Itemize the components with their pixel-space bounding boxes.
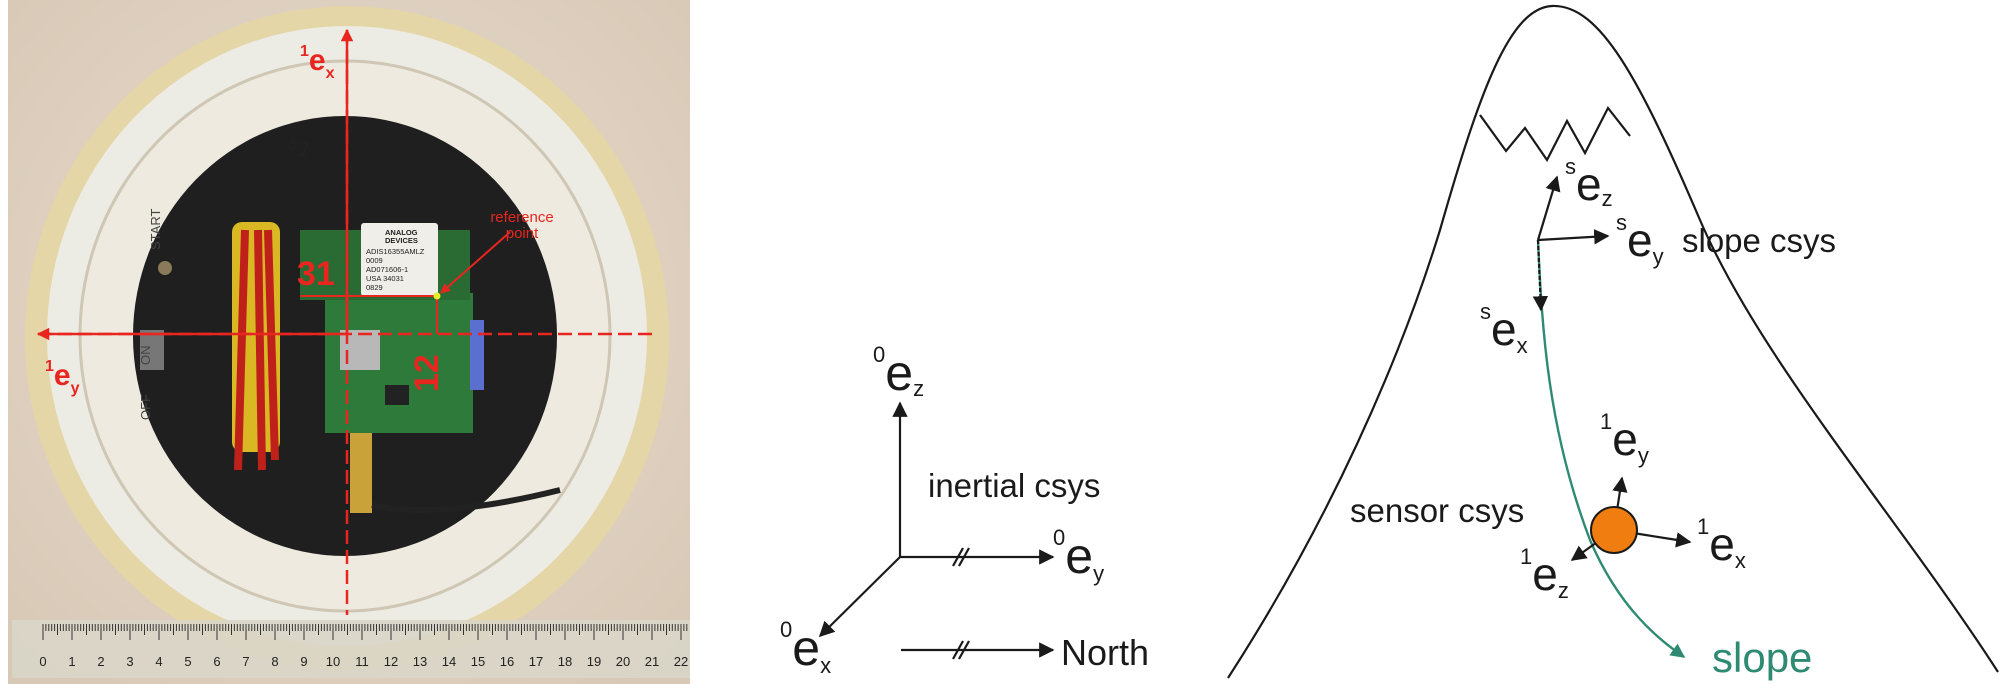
ruler-label: 0 [39,654,46,669]
slope-path [1536,239,1686,658]
slope-title: slope csys [1682,222,1836,259]
ruler-label: 15 [471,654,485,669]
photo-annotations: 31 12 reference point 1ex 1ey [36,28,655,615]
inertial-ex-label: 0ex [780,617,831,678]
svg-text:ANALOG: ANALOG [385,228,418,237]
ruler-label: 14 [442,654,456,669]
slope-ez-label: sez [1565,154,1613,211]
sensor-ey-label: 1ey [1600,409,1649,468]
ruler-label: 1 [68,654,75,669]
parallel-mark-north [952,640,970,660]
ruler-label: 9 [300,654,307,669]
sensor-ex-label: 1ex [1697,514,1746,573]
sensor-ez-label: 1ez [1520,544,1569,603]
inertial-ez-label: 0ez [873,342,924,401]
chip-ic [385,385,409,405]
sensor-title: sensor csys [1350,492,1524,529]
ruler-label: 3 [126,654,133,669]
antenna-connector [350,433,372,513]
ruler-label: 13 [413,654,427,669]
ruler-label: 6 [213,654,220,669]
on-label: ON [138,346,153,366]
imu-chip [361,223,438,296]
slope-label: slope [1712,634,1812,681]
black-cable [371,487,561,513]
north-label: North [1061,632,1149,673]
slope-ey-label: sey [1616,210,1664,269]
ruler-label: 5 [184,654,191,669]
ruler-label: 8 [271,654,278,669]
photo-ex-label: 1ex [300,43,335,82]
ribbon-cable [470,320,484,390]
svg-text:USA 34031: USA 34031 [366,274,404,283]
reference-label-1: reference [490,209,553,226]
start-label: START [148,209,163,250]
svg-text:0009: 0009 [366,256,383,265]
dim-12-label: 12 [408,354,446,392]
ruler-label: 10 [326,654,340,669]
ruler-label: 18 [558,654,572,669]
ruler-label: 19 [587,654,601,669]
reference-point-dot [433,292,441,300]
ruler-label: 12 [384,654,398,669]
imu-chip-text: ANALOG DEVICES ADIS16355AMLZ 0009 AD0716… [366,228,425,292]
ruler-label: 20 [616,654,630,669]
ruler-label: 22 [674,654,688,669]
slope-ex-label: sex [1480,299,1528,358]
ruler-label: 17 [529,654,543,669]
slope-ez-arrow [1536,175,1561,241]
slope-ey-arrow [1537,229,1610,245]
start-button [158,261,172,275]
dim-31-label: 31 [297,255,335,293]
ruler-label: 21 [645,654,659,669]
switch [140,330,164,370]
reference-label-2: point [506,225,539,242]
parallel-mark-ey [952,547,970,567]
reference-point-arrow [440,231,511,294]
snow-line [1479,105,1631,163]
inertial-ey-label: 0ey [1053,525,1104,586]
device-photo: START ON OFF #1 ANALOG DEVICES ADIS16355… [8,0,690,684]
svg-text:DEVICES: DEVICES [385,236,418,245]
ruler-label: 4 [155,654,162,669]
photo-ey-label: 1ey [45,358,80,397]
slope-csys [1532,175,1610,312]
ruler-label: 11 [355,654,369,669]
inertial-ex-arrow [818,556,901,638]
red-wires [234,229,279,471]
ruler-label: 2 [97,654,104,669]
off-label: OFF [138,394,153,420]
inertial-csys [818,401,1055,660]
ruler-label: 16 [500,654,514,669]
svg-text:0829: 0829 [366,283,383,292]
svg-text:AD071606-1: AD071606-1 [366,265,408,274]
inertial-title: inertial csys [928,467,1100,504]
mountain-outline [1227,4,1999,679]
sensor-body [1590,506,1638,554]
ruler-label: 7 [242,654,249,669]
svg-text:ADIS16355AMLZ: ADIS16355AMLZ [366,247,425,256]
